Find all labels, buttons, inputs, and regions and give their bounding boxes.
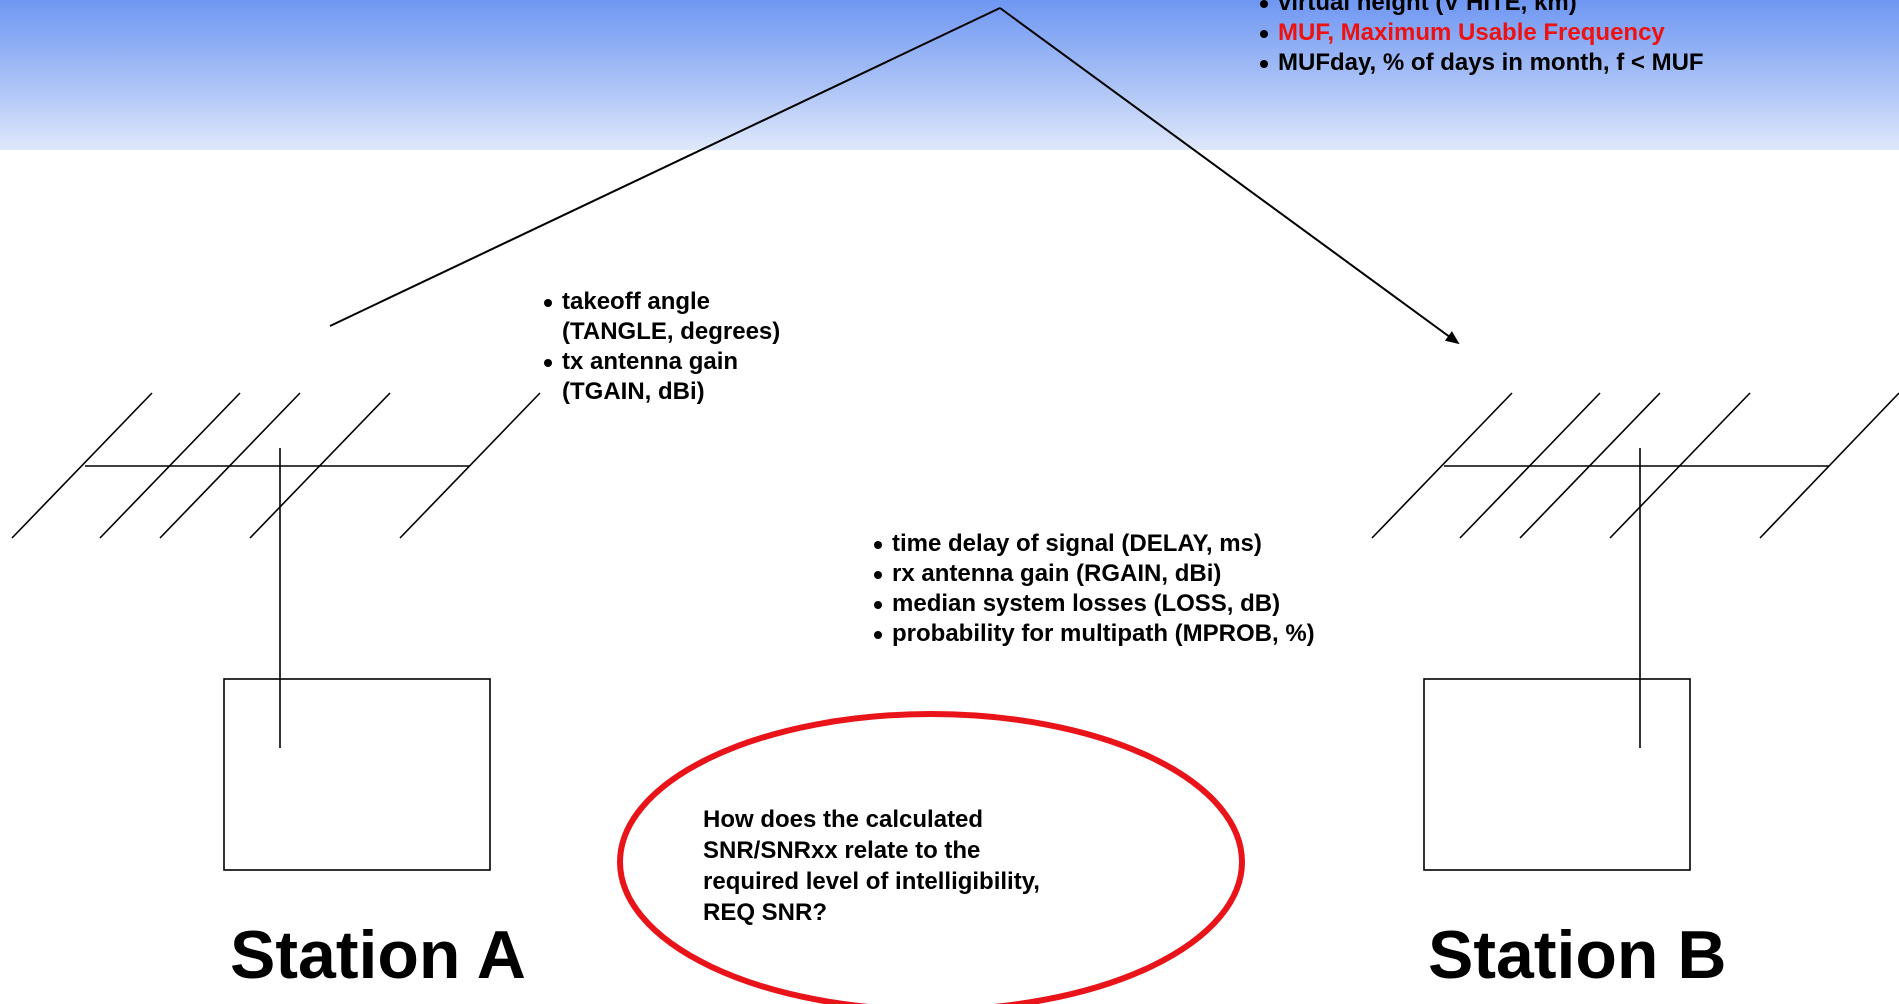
ionosphere-background — [0, 0, 1899, 150]
rx-item-multipath: probability for multipath (MPROB, %) — [870, 619, 1315, 649]
snr-question-text: How does the calculated SNR/SNRxx relate… — [703, 806, 1040, 926]
rx-item-losses: median system losses (LOSS, dB) — [870, 589, 1315, 619]
tx-takeoff-angle-label: takeoff angle — [562, 288, 711, 315]
rx-item-antenna-gain: rx antenna gain (RGAIN, dBi) — [870, 559, 1315, 589]
station-b-antenna — [1371, 392, 1899, 748]
station-a-box — [223, 678, 491, 871]
signal-path-down — [999, 7, 1460, 345]
tx-takeoff-angle-detail: (TANGLE, degrees) — [562, 318, 781, 345]
tx-antenna-gain-label: tx antenna gain — [562, 348, 739, 375]
question-ellipse — [617, 711, 1245, 1004]
ionosphere-item-muf: MUF, Maximum Usable Frequency — [1256, 18, 1704, 48]
receive-parameter-list: time delay of signal (DELAY, ms) rx ante… — [870, 529, 1315, 649]
tx-antenna-gain-detail: (TGAIN, dBi) — [562, 378, 705, 405]
ionosphere-item-mufday: MUFday, % of days in month, f < MUF — [1256, 48, 1704, 78]
rx-item-delay: time delay of signal (DELAY, ms) — [870, 529, 1315, 559]
ionosphere-parameter-list: virtual height (V HITE, km) MUF, Maximum… — [1256, 0, 1704, 78]
station-b-label: Station B — [1428, 917, 1727, 993]
tx-item-antenna-gain: tx antenna gain (TGAIN, dBi) — [540, 347, 780, 407]
signal-path-up — [329, 7, 1001, 327]
station-b-box — [1423, 678, 1691, 871]
transmit-parameter-list: takeoff angle (TANGLE, degrees) tx anten… — [540, 287, 780, 407]
station-a-antenna — [11, 392, 541, 748]
ionosphere-item-virtual-height: virtual height (V HITE, km) — [1256, 0, 1704, 18]
tx-item-takeoff-angle: takeoff angle (TANGLE, degrees) — [540, 287, 780, 347]
station-a-label: Station A — [230, 917, 526, 993]
